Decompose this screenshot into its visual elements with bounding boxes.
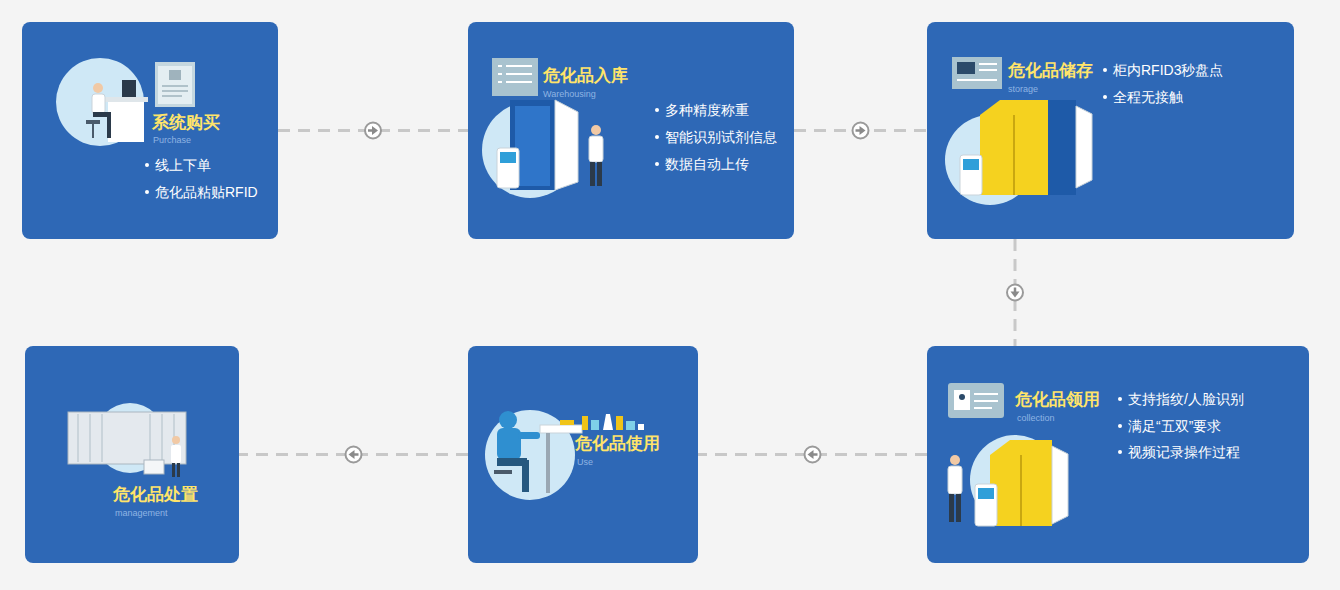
feature-bullet: 危化品粘贴RFID — [155, 182, 258, 202]
feature-bullet: 多种精度称重 — [665, 100, 749, 120]
bullet-dot — [1118, 397, 1122, 401]
arrow-head — [808, 450, 814, 459]
arrow-head — [860, 126, 866, 135]
flow-connector — [698, 447, 927, 463]
process-panel: 危化品领用collection 支持指纹/人脸识别满足“五双”要求视频记录操作过程 — [927, 346, 1309, 563]
feature-bullet: 支持指纹/人脸识别 — [1128, 389, 1244, 409]
arrow-head — [349, 450, 355, 459]
panels — [22, 22, 1309, 563]
process-panel: 危化品使用Use — [468, 346, 698, 563]
arrow-badge — [1007, 285, 1023, 301]
stage-subtitle: Purchase — [153, 134, 191, 146]
stage-subtitle: Use — [577, 456, 593, 468]
feature-bullet: 视频记录操作过程 — [1128, 442, 1240, 462]
bullet-dot — [145, 163, 149, 167]
use-illustration — [485, 410, 644, 500]
stage-subtitle: management — [115, 507, 168, 519]
process-panel: 系统购买Purchase 线上下单危化品粘贴RFID — [22, 22, 278, 239]
stage-title: 系统购买 — [152, 112, 220, 134]
bullet-dot — [655, 108, 659, 112]
feature-bullet: 智能识别试剂信息 — [665, 127, 777, 147]
flow-connector — [239, 447, 468, 463]
arrow-head — [372, 126, 378, 135]
process-panel: 危化品入库Warehousing 多种精度称重智能识别试剂信息数据自动上传 — [468, 22, 794, 239]
arrow-badge — [805, 447, 821, 463]
arrow-badge — [365, 123, 381, 139]
bullet-dot — [1118, 450, 1122, 454]
arrow-badge — [853, 123, 869, 139]
feature-bullet: 线上下单 — [155, 155, 211, 175]
feature-bullet: 柜内RFID3秒盘点 — [1113, 60, 1223, 80]
stage-title: 危化品处置 — [113, 484, 198, 506]
stage-title: 危化品储存 — [1008, 60, 1093, 82]
arrow-head — [1011, 292, 1020, 298]
flow-connector — [1007, 239, 1023, 346]
stage-subtitle: storage — [1008, 83, 1038, 95]
feature-bullet: 全程无接触 — [1113, 87, 1183, 107]
process-panel: 危化品处置management — [25, 346, 239, 563]
stage-subtitle: collection — [1017, 412, 1055, 424]
bullet-dot — [1103, 95, 1107, 99]
bullet-dot — [145, 190, 149, 194]
stage-title: 危化品入库 — [543, 65, 628, 87]
feature-bullet: 满足“五双”要求 — [1128, 416, 1221, 436]
feature-bullet: 数据自动上传 — [665, 154, 749, 174]
bullet-dot — [1118, 424, 1122, 428]
lab-bottles — [582, 414, 644, 430]
disposal-illustration — [68, 403, 186, 477]
bullet-dot — [655, 162, 659, 166]
purchase-illustration — [56, 58, 195, 146]
arrow-badge — [346, 447, 362, 463]
flow-connector — [794, 123, 927, 139]
stage-subtitle: Warehousing — [543, 88, 596, 100]
process-panel: 危化品储存storage 柜内RFID3秒盘点全程无接触 — [927, 22, 1294, 239]
stage-title: 危化品使用 — [575, 433, 660, 455]
bullet-dot — [1103, 68, 1107, 72]
stage-title: 危化品领用 — [1015, 389, 1100, 411]
bullet-dot — [655, 135, 659, 139]
flow-connector — [278, 123, 468, 139]
storage-illustration — [945, 57, 1092, 205]
